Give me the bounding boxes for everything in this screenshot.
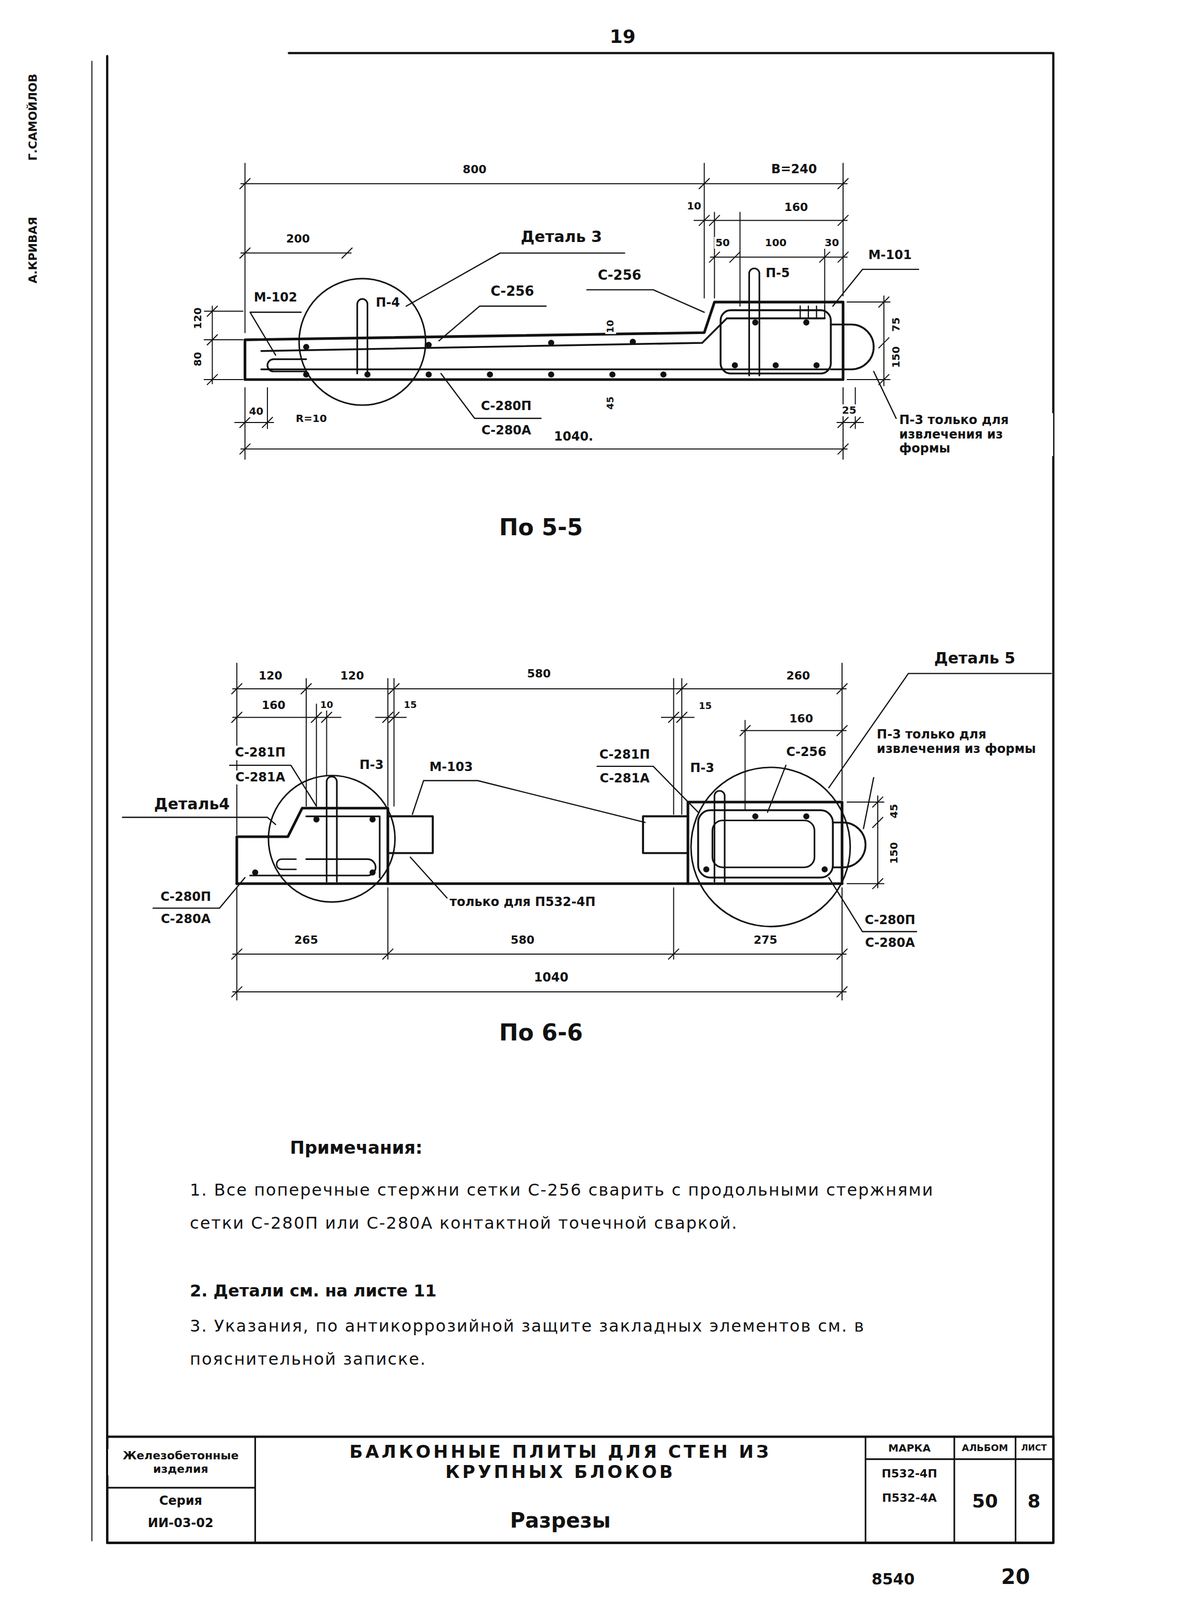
dimension-value: 1040 (532, 970, 570, 986)
part-mark: С-256 (596, 267, 643, 284)
dimension-value: 800 (461, 162, 488, 176)
archive-number: 20 (1000, 1565, 1032, 1589)
section-caption: По 6-6 (498, 1020, 584, 1047)
part-mark: М-101 (867, 248, 913, 263)
dimension-value: 580 (509, 933, 536, 947)
note-text: П-3 только для извлечения из формы (875, 727, 1047, 757)
dimension-value: 160 (788, 712, 815, 726)
archive-number: 8540 (870, 1570, 917, 1589)
detail-callout: Деталь4 (153, 795, 232, 814)
stamp-name: А.КРИВАЯ (26, 215, 40, 285)
detail-callout: Деталь 3 (519, 228, 604, 247)
section-caption: По 5-5 (498, 514, 584, 542)
title-block-cell: П532-4П (880, 1467, 939, 1481)
dimension-value: 45 (888, 803, 900, 820)
title-block-cell: 50 (970, 1490, 999, 1512)
dimension-value: 150 (890, 345, 903, 370)
part-mark: С-280А (864, 936, 917, 951)
dimension-value: 50 (714, 236, 731, 249)
drawing-title: БАЛКОННЫЕ ПЛИТЫ ДЛЯ СТЕН ИЗ КРУПНЫХ БЛОК… (319, 1442, 802, 1483)
dimension-value: 160 (783, 200, 809, 214)
dimension-value: 100 (763, 236, 788, 249)
part-mark: П-3 (358, 758, 385, 773)
title-block-cell: 8 (1026, 1490, 1042, 1512)
part-mark: С-280П (159, 890, 213, 905)
dimension-value: 45 (605, 395, 617, 411)
part-mark: М-103 (428, 760, 474, 775)
part-mark: С-281П (233, 745, 287, 761)
part-mark: М-102 (252, 290, 299, 306)
part-mark: С-280А (480, 423, 533, 439)
dimension-value: 15 (697, 700, 713, 712)
dimension-value: 10 (685, 200, 703, 213)
dimension-value: 1040. (552, 429, 595, 445)
part-mark: С-281А (234, 770, 287, 786)
part-mark: С-281А (598, 771, 651, 787)
dimension-value: 10 (319, 699, 335, 711)
title-block-cell: ИИ-03-02 (146, 1516, 215, 1532)
dimension-value: 150 (888, 841, 900, 866)
dimension-value: В=240 (770, 162, 819, 177)
note-text: 1. Все поперечные стержни сетки С-256 св… (188, 1173, 977, 1240)
dimension-value: 30 (823, 236, 840, 249)
dimension-value: 160 (260, 698, 287, 712)
dimension-value: 40 (247, 405, 265, 418)
dimension-value: 120 (191, 306, 204, 331)
dimension-value: 80 (191, 351, 204, 368)
note-text: П-3 только для извлечения из формы (898, 413, 1054, 457)
stamp-name: Г.САМОЙЛОВ (26, 72, 40, 162)
part-mark: С-256 (489, 283, 536, 300)
title-block-cell: АЛЬБОМ (960, 1443, 1010, 1454)
dimension-value: 15 (402, 699, 418, 711)
dimension-value: 120 (257, 669, 284, 683)
note-text: только для П532-4П (448, 895, 597, 910)
dimension-value: 75 (890, 316, 903, 334)
dimension-value: R=10 (294, 412, 328, 425)
title-block-cell: П532-4А (880, 1491, 938, 1505)
dimension-value: 10 (605, 319, 617, 335)
part-mark: С-280А (159, 912, 212, 927)
title-block-cell: ЛИСТ (1020, 1443, 1048, 1453)
dimension-value: 200 (285, 232, 311, 246)
dimension-value: 260 (785, 669, 812, 683)
part-mark: П-3 (688, 761, 716, 776)
title-block-cell: Серия (158, 1494, 204, 1509)
dimension-value: 265 (293, 933, 320, 947)
title-block-cell: МАРКА (887, 1442, 932, 1455)
part-mark: С-280П (863, 913, 917, 928)
notes-heading: Примечания: (288, 1137, 424, 1159)
title-block-cell: Разрезы (508, 1508, 612, 1533)
part-mark: С-281П (598, 747, 652, 763)
dimension-value: 25 (841, 404, 858, 417)
part-mark: С-280П (480, 399, 533, 414)
part-mark: П-4 (374, 295, 401, 311)
part-mark: С-256 (785, 745, 828, 760)
part-mark: П-5 (764, 266, 791, 281)
note-text: 3. Указания, по антикоррозийной защите з… (188, 1309, 998, 1376)
detail-callout: Деталь 5 (933, 649, 1017, 668)
page-number: 19 (608, 25, 637, 48)
dimension-value: 580 (526, 667, 552, 681)
dimension-value: 275 (752, 933, 779, 947)
dimension-value: 120 (339, 669, 366, 683)
title-block-cell: Железобетонные изделия (108, 1449, 253, 1476)
note-text: 2. Детали см. на листе 11 (188, 1281, 438, 1301)
